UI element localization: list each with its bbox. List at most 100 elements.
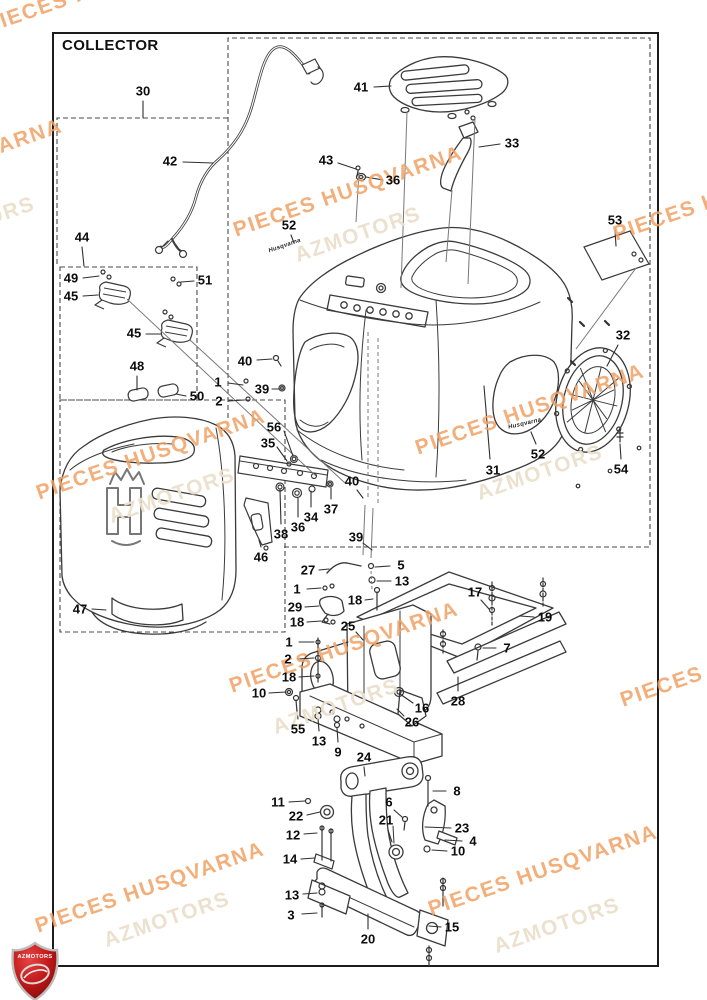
part-callout-56: 56 (266, 419, 282, 435)
part-callout-23: 23 (454, 820, 470, 836)
part-callout-3: 3 (287, 907, 295, 923)
leader-line-10 (268, 691, 287, 694)
part-callout-36: 36 (290, 519, 306, 535)
leader-line-29 (304, 605, 320, 608)
part-callout-10: 10 (450, 843, 466, 859)
leader-line-39 (362, 542, 373, 551)
part-callout-28: 28 (450, 693, 466, 709)
part-callout-35: 35 (260, 435, 276, 451)
part-callout-24: 24 (356, 749, 372, 765)
part-callout-14: 14 (282, 851, 298, 867)
leader-line-47 (91, 608, 107, 611)
part-callout-25: 25 (340, 618, 356, 634)
leader-line-41 (373, 85, 392, 88)
leader-line-33 (478, 143, 501, 148)
part-callout-15: 15 (444, 919, 460, 935)
part-callout-33: 33 (504, 135, 520, 151)
leader-line-12 (303, 832, 318, 835)
leader-line-23 (424, 826, 452, 829)
leader-line-22 (306, 811, 321, 816)
part-callout-37: 37 (323, 501, 339, 517)
dashed-boxes (56, 37, 651, 633)
leader-line-19 (519, 615, 535, 618)
latch-drawings (94, 281, 334, 551)
part-callout-13: 13 (394, 573, 410, 589)
leader-line-18 (364, 598, 374, 601)
part-callout-2: 2 (215, 393, 223, 409)
leader-line-38 (279, 489, 282, 525)
part-callout-18: 18 (289, 614, 305, 630)
part-callout-5: 5 (397, 557, 405, 573)
part-callout-12: 12 (285, 827, 301, 843)
leader-line-1 (306, 587, 322, 590)
part-callout-7: 7 (503, 640, 511, 656)
part-callout-47: 47 (72, 601, 88, 617)
part-callout-49: 49 (63, 270, 79, 286)
cable-drawing (154, 45, 324, 259)
plate-53-drawing (583, 230, 650, 281)
part-callout-13: 13 (311, 733, 327, 749)
part-callout-43: 43 (318, 152, 334, 168)
logo-swoosh-icon (23, 969, 48, 979)
part-callout-32: 32 (615, 327, 631, 343)
leader-line-4 (444, 839, 463, 842)
leader-line-36 (365, 176, 384, 181)
leader-line-27 (318, 568, 330, 571)
part-callout-13: 13 (284, 887, 300, 903)
part-callout-11: 11 (271, 794, 285, 810)
part-callout-4: 4 (469, 833, 477, 849)
leader-line-43 (337, 162, 357, 170)
vent-grille-drawing (388, 56, 509, 120)
part-callout-18: 18 (347, 592, 363, 608)
diagram-border (52, 32, 659, 967)
leader-line-1 (227, 382, 244, 386)
leader-line-54 (619, 443, 622, 460)
leader-line-35 (276, 446, 288, 462)
part-callout-55: 55 (290, 721, 306, 737)
leader-line-18 (306, 620, 322, 623)
leader-line-2 (297, 657, 315, 660)
leader-line-13 (302, 892, 318, 895)
part-callout-8: 8 (453, 783, 461, 799)
leader-line-10 (431, 849, 448, 852)
part-callout-48: 48 (129, 358, 145, 374)
leader-line-52 (530, 431, 537, 445)
leader-line-17 (480, 599, 490, 610)
part-callout-39: 39 (254, 381, 270, 397)
part-callout-27: 27 (300, 562, 316, 578)
leader-line-15 (428, 925, 442, 928)
leader-line-21 (387, 829, 393, 843)
part-callout-40: 40 (237, 353, 253, 369)
leader-line-11 (288, 800, 306, 803)
leader-line-2 (228, 399, 245, 402)
part-callout-50: 50 (189, 388, 205, 404)
part-callout-31: 31 (485, 462, 501, 478)
part-callout-42: 42 (162, 153, 178, 169)
leader-line-56 (283, 430, 294, 457)
handle-drawing (439, 109, 479, 192)
leader-line-26 (396, 708, 405, 717)
part-callout-44: 44 (74, 229, 90, 245)
part-callout-54: 54 (613, 461, 629, 477)
leader-line-55 (296, 709, 299, 720)
leader-line-25 (355, 631, 364, 641)
leader-line-18 (298, 675, 315, 678)
part-callout-29: 29 (287, 599, 303, 615)
part-callout-41: 41 (353, 79, 369, 95)
leader-line-31 (483, 385, 491, 460)
leader-line-44 (81, 246, 85, 267)
linkage-drawing (307, 756, 458, 947)
page-title: COLLECTOR (62, 37, 159, 54)
part-callout-1: 1 (214, 374, 222, 390)
part-callout-52: 52 (281, 217, 297, 233)
part-callout-45: 45 (63, 288, 79, 304)
hardware (100, 165, 642, 967)
part-callout-22: 22 (288, 808, 304, 824)
leader-line-40 (356, 489, 364, 499)
leader-line-45 (82, 294, 99, 297)
part-callout-40: 40 (344, 473, 360, 489)
leader-line-32 (606, 344, 619, 367)
part-callout-17: 17 (467, 584, 483, 600)
leader-line-13 (317, 717, 320, 732)
